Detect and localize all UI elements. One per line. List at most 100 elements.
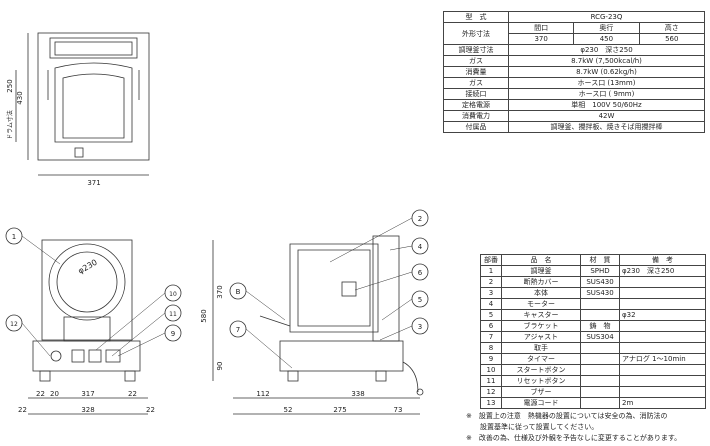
spec-h-acc: 付属品 (443, 121, 509, 133)
top-dim-width: 371 (87, 179, 100, 187)
parts-cell-name: タイマー (501, 353, 581, 365)
callout-3: 3 (418, 323, 422, 331)
top-dim-250: 250 (6, 79, 14, 92)
front-view (28, 239, 148, 415)
side-base (279, 340, 404, 372)
parts-cell-note (619, 320, 706, 332)
parts-cell-name: キャスター (501, 309, 581, 321)
callout-7: 7 (236, 326, 240, 334)
spec-h-conn-b: 接続口 (443, 88, 509, 100)
spec-h-d: 奥行 (573, 22, 640, 34)
side-dim-275: 275 (333, 406, 346, 414)
spec-gas2: 8.7kW (0.62kg/h) (508, 66, 705, 78)
parts-cell-name: スタートボタン (501, 364, 581, 376)
top-view-knob (74, 147, 84, 158)
side-bracket (341, 281, 357, 297)
callout-8: B (236, 288, 241, 296)
side-drum (289, 243, 379, 333)
callout-6: 6 (418, 269, 423, 277)
spec-h-gas-b: 消費量 (443, 66, 509, 78)
parts-cell-mat (580, 309, 620, 321)
parts-h-note: 備 考 (619, 254, 706, 266)
side-leg-left (287, 370, 299, 382)
parts-cell-name: 電源コード (501, 397, 581, 409)
spec-acc: 調理釜、攪拌板、焼きそば用攪拌棒 (508, 121, 705, 133)
parts-cell-name: リセットボタン (501, 375, 581, 387)
front-dim-20: 20 (50, 390, 59, 398)
top-view-lid-inner (54, 41, 133, 56)
top-dim-height: 430 (16, 91, 24, 104)
front-base (32, 340, 141, 372)
parts-h-name: 品 名 (501, 254, 581, 266)
side-handle (259, 315, 291, 327)
parts-cell-name: 本体 (501, 287, 581, 299)
front-frame (41, 239, 133, 341)
parts-cell-mat (580, 342, 620, 354)
front-dim-22b: 22 (128, 390, 137, 398)
parts-cell-no: 3 (480, 287, 502, 299)
spec-power: 単相 100V 50/60Hz (508, 99, 705, 111)
front-dim-22c: 22 (18, 406, 27, 414)
side-dim-73: 73 (394, 406, 403, 414)
parts-cell-mat: SUS304 (580, 331, 620, 343)
callout-10: 10 (169, 291, 177, 298)
callout-1: 1 (12, 233, 16, 241)
top-view-lid (49, 37, 138, 59)
parts-cell-name: アジャスト (501, 331, 581, 343)
spec-h: 560 (638, 33, 705, 45)
side-dim-370: 370 (216, 285, 224, 298)
spec-table: 型 式 RCG-23Q 外形寸法 間口 奥行 高さ 370 450 560 調理… (443, 11, 705, 133)
top-view (15, 32, 150, 176)
parts-cell-note (619, 342, 706, 354)
parts-cell-no: 6 (480, 320, 502, 332)
parts-cell-mat: SUS430 (580, 276, 620, 288)
parts-cell-no: 2 (480, 276, 502, 288)
parts-cell-no: 10 (480, 364, 502, 376)
parts-cell-name: 調理釜 (501, 265, 581, 277)
parts-cell-name: モーター (501, 298, 581, 310)
side-cord (402, 361, 419, 393)
parts-cell-note (619, 375, 706, 387)
parts-cell-note: φ230 深さ250 (619, 265, 706, 277)
parts-cell-name: 取手 (501, 342, 581, 354)
top-view-drum-inner (62, 73, 125, 139)
spec-h-h: 高さ (638, 22, 705, 34)
parts-cell-mat (580, 353, 620, 365)
callout-4: 4 (418, 243, 423, 251)
parts-cell-mat: 鋳 物 (580, 320, 620, 332)
spec-w: 370 (507, 33, 575, 45)
front-dim-317: 317 (81, 390, 94, 398)
spec-model: RCG-23Q (508, 11, 705, 23)
callout-11: 11 (169, 311, 177, 318)
cord-plug (416, 388, 424, 396)
parts-cell-mat (580, 375, 620, 387)
parts-cell-note (619, 364, 706, 376)
front-drum-inner (56, 251, 118, 313)
side-dim-112: 112 (256, 390, 269, 398)
notes: ※ 設置上の注意 熱機器の設置については安全の為、消防法の 設置基準に従って設置… (466, 411, 681, 444)
parts-cell-mat (580, 397, 620, 409)
side-view (212, 235, 420, 415)
callout-9: 9 (171, 330, 175, 338)
front-dim-22d: 22 (146, 406, 155, 414)
callout-5: 5 (418, 296, 422, 304)
parts-cell-note (619, 298, 706, 310)
parts-h-mat: 材 質 (580, 254, 620, 266)
parts-cell-mat (580, 298, 620, 310)
parts-cell-note: 2m (619, 397, 706, 409)
parts-cell-note (619, 287, 706, 299)
spec-h-outer: 外形寸法 (443, 22, 509, 45)
side-leg-right (375, 370, 387, 382)
top-view-outline (37, 32, 150, 161)
note-3: ※ 改善の為、仕様及び外観を予告なしに変更することがあります。 (466, 434, 682, 442)
spec-h-w: 間口 (507, 22, 575, 34)
